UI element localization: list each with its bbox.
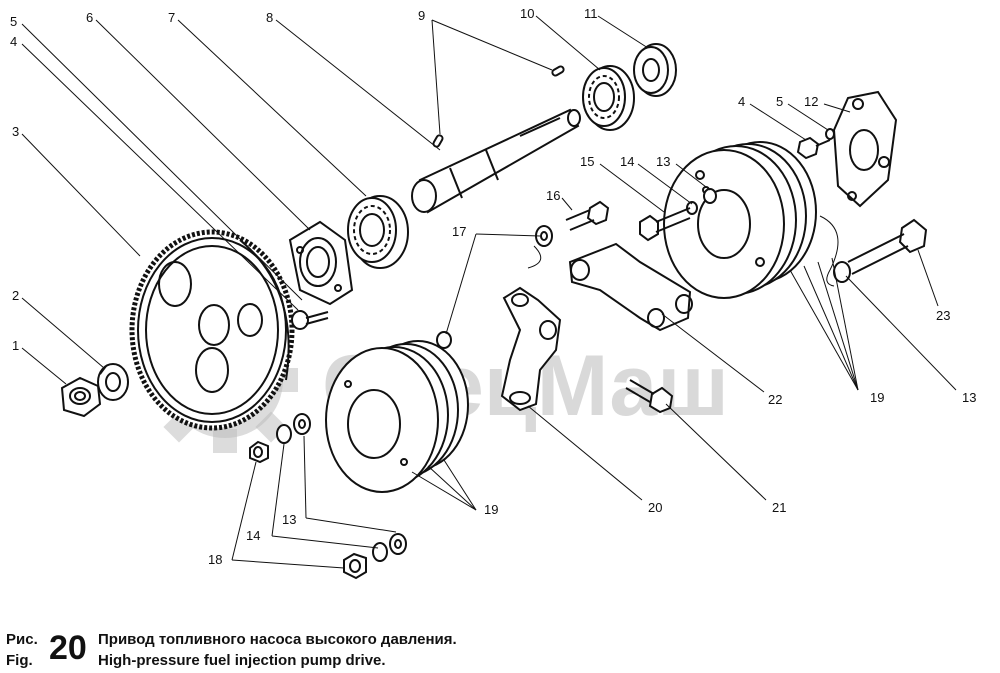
callout-6: 6 bbox=[86, 10, 93, 25]
callout-18: 18 bbox=[208, 552, 222, 567]
callout-4a: 4 bbox=[10, 34, 17, 49]
callout-1: 1 bbox=[12, 338, 19, 353]
part-16-bolt bbox=[565, 200, 610, 231]
callout-12: 12 bbox=[804, 94, 818, 109]
callout-22: 22 bbox=[768, 392, 782, 407]
part-18-nut-left bbox=[249, 440, 269, 464]
part-7-bearing bbox=[347, 195, 409, 269]
caption-title-ru: Привод топливного насоса высокого давлен… bbox=[98, 631, 457, 648]
part-22-lever bbox=[568, 242, 693, 332]
callout-15: 15 bbox=[580, 154, 594, 169]
callout-labels: 1 2 3 4 5 6 7 8 9 10 11 4 5 12 15 14 13 … bbox=[10, 6, 976, 567]
part-13-washer-left bbox=[293, 413, 311, 435]
part-2-lock-washer bbox=[97, 363, 129, 401]
part-3-drive-gear bbox=[129, 229, 295, 431]
part-13-washer-lower bbox=[389, 533, 407, 555]
callout-3: 3 bbox=[12, 124, 19, 139]
callout-23: 23 bbox=[936, 308, 950, 323]
part-12-coupling-plate bbox=[832, 90, 898, 208]
caption-figure-number: 20 bbox=[49, 629, 87, 667]
part-20-bracket bbox=[500, 286, 562, 412]
part-4-5-bolt-washer bbox=[291, 310, 329, 330]
part-14-lock-washer-lower bbox=[372, 542, 388, 562]
callout-16: 16 bbox=[546, 188, 560, 203]
callout-19a: 19 bbox=[870, 390, 884, 405]
part-10-bearing bbox=[582, 65, 635, 131]
part-19-disc-pack-left bbox=[325, 340, 469, 493]
part-4-5-small-bolt bbox=[796, 128, 835, 160]
callout-2: 2 bbox=[12, 288, 19, 303]
callout-19b: 19 bbox=[484, 502, 498, 517]
callout-13a: 13 bbox=[656, 154, 670, 169]
callout-20: 20 bbox=[648, 500, 662, 515]
part-18-nut-lower bbox=[343, 552, 367, 580]
callout-9: 9 bbox=[418, 8, 425, 23]
callout-5b: 5 bbox=[776, 94, 783, 109]
leader-lines bbox=[21, 15, 957, 569]
callout-8: 8 bbox=[266, 10, 273, 25]
part-15-bolt bbox=[639, 207, 691, 242]
callout-13c: 13 bbox=[282, 512, 296, 527]
callout-17: 17 bbox=[452, 224, 466, 239]
caption-title-en: High-pressure fuel injection pump drive. bbox=[98, 652, 386, 669]
part-13-14-washers-right bbox=[686, 188, 717, 215]
callout-5a: 5 bbox=[10, 14, 17, 29]
part-6-flange bbox=[288, 220, 354, 306]
part-19-disc-pack-right bbox=[663, 141, 817, 299]
caption-prefix-en: Fig. bbox=[6, 652, 33, 669]
part-21-bolt bbox=[625, 379, 674, 414]
callout-4b: 4 bbox=[738, 94, 745, 109]
part-1-nut bbox=[60, 376, 102, 418]
callout-7: 7 bbox=[168, 10, 175, 25]
part-14-lock-washer-left bbox=[276, 424, 292, 444]
callout-14b: 14 bbox=[246, 528, 260, 543]
part-17-washer bbox=[436, 225, 553, 349]
callout-11: 11 bbox=[584, 6, 598, 21]
callout-21: 21 bbox=[772, 500, 786, 515]
caption-prefix-ru: Рис. bbox=[6, 631, 38, 648]
callout-13b: 13 bbox=[962, 390, 976, 405]
part-11-bearing bbox=[633, 43, 677, 97]
callout-14a: 14 bbox=[620, 154, 634, 169]
part-23-long-bolt bbox=[833, 218, 928, 283]
part-8-shaft bbox=[411, 108, 581, 214]
callout-10: 10 bbox=[520, 6, 534, 21]
